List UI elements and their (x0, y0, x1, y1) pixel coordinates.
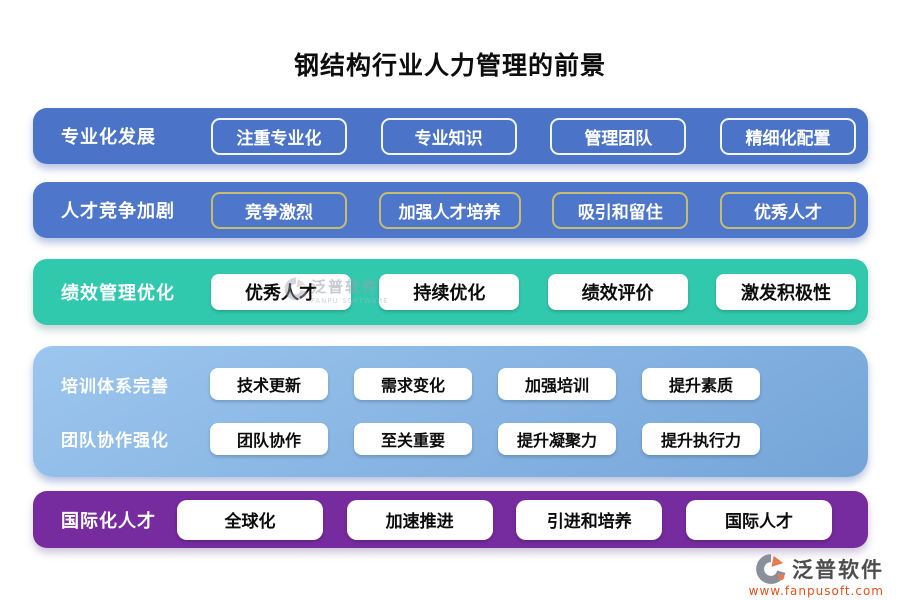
tag-chip: 专业知识 (380, 117, 517, 155)
panel-talent-competition: 人才竞争加剧 竞争激烈 加强人才培养 吸引和留住 优秀人才 (33, 182, 868, 238)
panel-international-talent: 国际化人才 全球化 加速推进 引进和培养 国际人才 (33, 491, 868, 548)
section-label-professionalization: 专业化发展 (61, 127, 156, 148)
footer-website-link[interactable]: www.fanpusoft.com (748, 584, 884, 598)
section-row: 专业化发展 注重专业化 专业知识 管理团队 精细化配置 (33, 117, 868, 155)
tag-chip: 引进和培养 (516, 499, 663, 540)
fanpu-logo-icon (756, 554, 786, 584)
section-row: 人才竞争加剧 竞争激烈 加强人才培养 吸引和留住 优秀人才 (33, 191, 868, 229)
tag-chip: 团队协作 (210, 422, 328, 455)
tag-group: 注重专业化 专业知识 管理团队 精细化配置 (211, 117, 856, 155)
tag-chip: 激发积极性 (715, 274, 856, 310)
tag-group: 技术更新 需求变化 加强培训 提升素质 (210, 368, 760, 401)
tag-chip: 提升执行力 (642, 422, 760, 455)
tag-chip: 管理团队 (550, 117, 687, 155)
footer-brand-row: 泛普软件 (754, 552, 884, 586)
section-row: 培训体系完善 技术更新 需求变化 加强培训 提升素质 (33, 368, 868, 401)
tag-chip: 精细化配置 (719, 117, 856, 155)
tag-chip: 至关重要 (354, 422, 472, 455)
tag-chip: 注重专业化 (211, 117, 347, 155)
section-label-talent-competition: 人才竞争加剧 (61, 201, 175, 222)
section-label-team-collaboration: 团队协作强化 (61, 431, 169, 452)
footer-brand-name: 泛普软件 (792, 558, 884, 582)
tag-chip: 优秀人才 (719, 191, 856, 229)
page-title: 钢结构行业人力管理的前景 (293, 51, 606, 80)
tag-chip: 加强培训 (498, 368, 616, 401)
tag-group: 全球化 加速推进 引进和培养 国际人才 (177, 499, 832, 540)
tag-chip: 持续优化 (379, 274, 520, 310)
panel-professionalization: 专业化发展 注重专业化 专业知识 管理团队 精细化配置 (33, 108, 868, 164)
footer-brand: 泛普软件 www.fanpusoft.com (749, 552, 884, 598)
tag-chip: 竞争激烈 (211, 191, 347, 229)
tag-group: 优秀人才 持续优化 绩效评价 激发积极性 (211, 274, 856, 310)
tag-chip: 吸引和留住 (552, 191, 689, 229)
tag-group: 竞争激烈 加强人才培养 吸引和留住 优秀人才 (211, 191, 856, 229)
tag-chip: 提升凝聚力 (498, 422, 616, 455)
section-row: 绩效管理优化 优秀人才 持续优化 绩效评价 激发积极性 (33, 274, 868, 310)
tag-chip: 全球化 (177, 499, 323, 540)
tag-chip: 提升素质 (642, 368, 760, 401)
tag-group: 团队协作 至关重要 提升凝聚力 提升执行力 (210, 422, 760, 455)
tag-chip: 加速推进 (346, 499, 493, 540)
section-row: 团队协作强化 团队协作 至关重要 提升凝聚力 提升执行力 (33, 422, 868, 455)
section-label-international-talent: 国际化人才 (61, 510, 156, 532)
tag-chip: 加强人才培养 (378, 191, 521, 229)
section-row: 国际化人才 全球化 加速推进 引进和培养 国际人才 (33, 499, 868, 540)
tag-chip: 国际人才 (685, 499, 832, 540)
section-label-training-system: 培训体系完善 (61, 376, 169, 397)
tag-chip: 绩效评价 (547, 274, 688, 310)
tag-chip: 技术更新 (210, 368, 328, 401)
panel-training-and-teamwork: 培训体系完善 技术更新 需求变化 加强培训 提升素质 团队协作强化 团队协作 至… (33, 346, 868, 477)
tag-chip: 优秀人才 (211, 274, 351, 310)
section-label-performance-management: 绩效管理优化 (61, 283, 175, 304)
panel-performance-management: 绩效管理优化 优秀人才 持续优化 绩效评价 激发积极性 (33, 259, 868, 325)
tag-chip: 需求变化 (354, 368, 472, 401)
